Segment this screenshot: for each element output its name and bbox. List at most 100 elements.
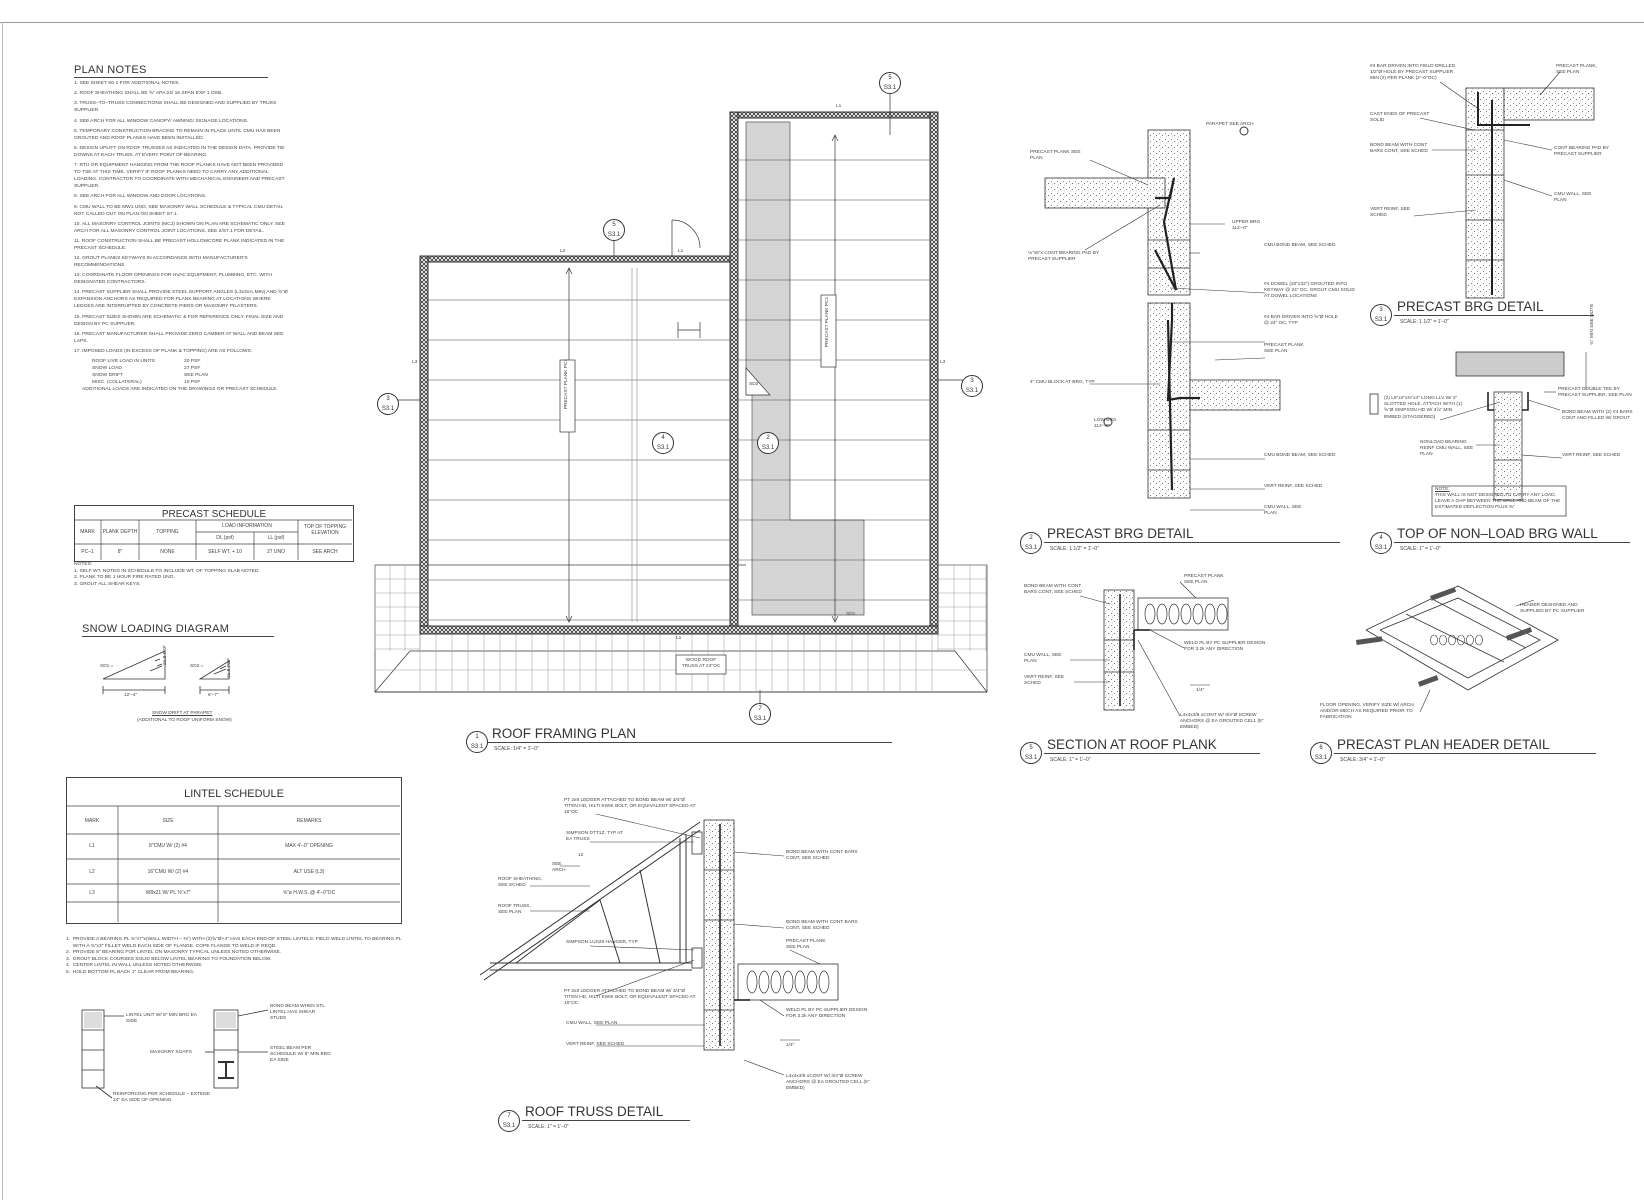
sd2-label: SD2 =	[190, 664, 204, 669]
l3-right-label: L3	[940, 360, 946, 365]
d7-slope: 12	[578, 853, 584, 858]
detail4-underline	[1394, 542, 1630, 543]
d2-bearing-pad: ⅛"x6"x CONT BEARING PAD BY PRECAST SUPPL…	[1028, 251, 1100, 263]
d4-precast-tee: PRECAST DOUBLE TEE BY PRECAST SUPPLIER, …	[1558, 387, 1632, 399]
detail3-title: PRECAST BRG DETAIL	[1397, 299, 1544, 314]
d3-bar-driven: #4 BAR DRIVEN INTO FIELD DRILLED 1/2"Ø H…	[1370, 64, 1456, 82]
d3-cmu-wall: CMU WALL, SEE PLAN	[1554, 192, 1592, 204]
d7-plank: PRECAST PLANK SEE PLAN	[786, 939, 826, 951]
precast-row-dl: SELF WT. + 10	[208, 549, 242, 555]
lintel-note: 1. PROVIDE A BEARING PL ⅜"x7"x(WALL WIDT…	[66, 937, 402, 942]
precast-col-mark: MARK	[80, 529, 95, 535]
lintel-schedule-notes: 1. PROVIDE A BEARING PL ⅜"x7"x(WALL WIDT…	[66, 937, 426, 977]
lintel-schedule-title: LINTEL SCHEDULE	[184, 788, 284, 800]
d7-ledger2: PT 2x8 LEDGER ATTACHED TO BOND BEAM W/ 3…	[564, 989, 696, 1007]
detail4-scale: SCALE: 1" = 1'–0"	[1400, 546, 1441, 552]
d3-plank: PRECAST PLANK, SEE PLAN	[1556, 64, 1597, 76]
detail6-underline	[1334, 753, 1596, 754]
d7-ledger1: PT 2x8 LEDGER ATTACHED TO BOND BEAM W/ 3…	[564, 798, 696, 816]
d5-weld: WELD PL BY PC SUPPLIER DESIGN FOR 3.2k A…	[1184, 641, 1266, 653]
lintel-row-l2-size: 16"CMU W/ (2) #4	[147, 869, 189, 875]
d2-plank: PRECAST PLANK SEE PLAN	[1030, 150, 1081, 162]
precast-note: 1. SELF WT. NOTED IN SCHEDULE TO INCLUDE…	[74, 568, 260, 574]
d7-angle: L4x4x3/8 xCONT W/ 3/4"Ø SCREW ANCHORS @ …	[786, 1074, 870, 1092]
d7-simpson-dtt: SIMPSON DTT1Z, TYP AT EA TRUSS	[566, 831, 623, 843]
snow-caption-2: (ADDITIONAL TO ROOF UNIFORM SNOW)	[137, 718, 232, 723]
d2-low-brg: LOW BRG 112'–0"	[1094, 418, 1117, 430]
d4-note-title: NOTE:	[1435, 487, 1450, 492]
detail6-title: PRECAST PLAN HEADER DETAIL	[1337, 737, 1550, 752]
d5-weld-sym: 1/4"	[1196, 688, 1205, 693]
d5-vert-reinf: VERT REINF, SEE SCHED	[1024, 675, 1065, 687]
lintel-col-size: SIZE	[162, 818, 174, 824]
l1-top-label: L1	[836, 104, 842, 109]
lintel-unit-label: LINTEL UNIT W/ 8" MIN BRG EA SIDE	[126, 1013, 197, 1025]
plan-notes-title: PLAN NOTES	[74, 64, 147, 76]
sheet-border-left	[2, 22, 3, 1200]
pc1-label-right: PRECAST PLANK PC1	[825, 296, 830, 348]
lintel-note: WITH A ⅜"x3" FILLET WELD EACH SIDE OF FL…	[66, 943, 277, 949]
plan-note-item: 2. ROOF SHEATHING SHALL BE ⅝" APA 24/ 16…	[74, 91, 223, 97]
lintel-note: 2. PROVIDE 8" BEARING FOR LINTEL ON MASO…	[66, 950, 282, 956]
steel-beam-label: STEEL BEAM PER SCHEDULE W/ 8" MIN BRG EA…	[270, 1046, 331, 1064]
plan-note-item: 15. PRECAST SIZES SHOWN ARE SCHEMATIC & …	[74, 314, 284, 327]
d5-angle: L4x4x3/8 xCONT W/ 3/4"Ø SCREW ANCHORS @ …	[1180, 713, 1264, 731]
plan-note-item: 17. IMPOSED LOADS (IN EXCESS OF PLANK & …	[74, 349, 253, 354]
l3-left-label: L3	[412, 360, 418, 365]
precast-col-topping: TOPPING	[156, 529, 179, 535]
sd2-psf: 21.8 PSF	[227, 658, 232, 678]
plan-note-item: 4. SEE ARCH FOR ALL WINDOW CANOPY/ AWNIN…	[74, 118, 249, 124]
d7-vert-reinf: VERT REINF, SEE SCHED	[566, 1042, 625, 1047]
detail2-scale: SCALE: 1 1/2" = 1'–0"	[1050, 546, 1099, 552]
detail7-underline	[522, 1120, 690, 1121]
d4-note: THIS WALL IS NOT DESIGNED TO CARRY ANY L…	[1435, 493, 1561, 511]
d2-cmu-wall: CMU WALL, SEE PLAN	[1264, 505, 1302, 517]
detail5-title: SECTION AT ROOF PLANK	[1047, 737, 1217, 752]
plan-note-item: 12. GROUT PLANKS KEYWAYS IN ACCORDANCE W…	[74, 256, 248, 269]
plan-note-item: 16. PRECAST MANUFACTURER SHALL PROVIDE Z…	[74, 331, 284, 344]
snow-caption-1: SNOW DRIFT AT PARAPET	[152, 711, 213, 716]
sd1-plan-label: SD1	[846, 612, 856, 617]
detail7-scale: SCALE: 1" = 1'–0"	[528, 1124, 569, 1130]
precast-col-dl: DL (psf)	[216, 535, 234, 541]
precast-col-top: TOP OF TOPPING ELEVATION	[303, 524, 347, 536]
precast-note: 2. PLANK TO BE 1 HOUR FIRE RATED UNO.	[74, 575, 175, 581]
d6-opening: FLOOR OPENING, VERIFY SIZE W/ ARCH AND/O…	[1320, 703, 1414, 721]
d7-truss: ROOF TRUSS, SEE PLAN	[498, 904, 531, 916]
sd2-length: 6'–7"	[208, 693, 219, 698]
precast-schedule-notes: NOTES:1. SELF WT. NOTED IN SCHEDULE TO I…	[74, 562, 354, 588]
precast-row-top: SEE ARCH	[312, 549, 338, 555]
detail3-underline	[1394, 315, 1594, 316]
detail3-scale: SCALE: 1 1/2" = 1'–0"	[1400, 319, 1449, 325]
plan-note-item: 14. PRECAST SUPPLIER SHALL PROVIDE STEEL…	[74, 290, 288, 310]
precast-col-depth: PLANK DEPTH	[102, 529, 138, 535]
snow-loading-underline	[82, 636, 274, 637]
lintel-row-l1-remarks: MAX 4'–0" OPENING	[285, 843, 333, 849]
plan-note-item: 8. SEE ARCH FOR ALL WINDOW AND DOOR LOCA…	[74, 194, 207, 200]
l1-bottom-label: L1	[676, 636, 682, 641]
lintel-row-l1-size: 8"CMU W/ (2) #4	[149, 843, 187, 849]
d2-upper-brg: UPPER BRG 112'–0"	[1232, 220, 1261, 232]
lintel-note: 5. HOLD BOTTOM PL BACK 1" CLEAR FROM BEA…	[66, 969, 195, 975]
d7-bond-beam1: BOND BEAM WITH CONT BARS CONT, SEE SCHED	[786, 850, 858, 862]
d7-hanger: SIMPSON LUS28 HANGER, TYP	[566, 940, 638, 945]
detail5-scale: SCALE: 1" = 1'–0"	[1050, 757, 1091, 763]
d2-dowel: #4 DOWEL (20"x32") GROUTED INTO KEYWAY @…	[1264, 282, 1355, 300]
detail5-underline	[1044, 753, 1260, 754]
roof-framing-plan-scale: SCALE: 1/4" = 1'–0"	[494, 746, 539, 752]
lintel-row-l2-mark: L2	[89, 869, 95, 875]
sd2-plan-label: SD2	[749, 382, 759, 387]
l1-mid-label: L1	[678, 249, 684, 254]
plan-note-item: 1. SEE SHEET S0.1 FOR ADDITIONAL NOTES.	[74, 81, 180, 86]
lintel-row-l2-remarks: ALT USE (L3)	[293, 869, 325, 875]
lintel-row-l1-mark: L1	[89, 843, 95, 849]
pc1-label-left: PRECAST PLANK PC1	[564, 358, 569, 410]
